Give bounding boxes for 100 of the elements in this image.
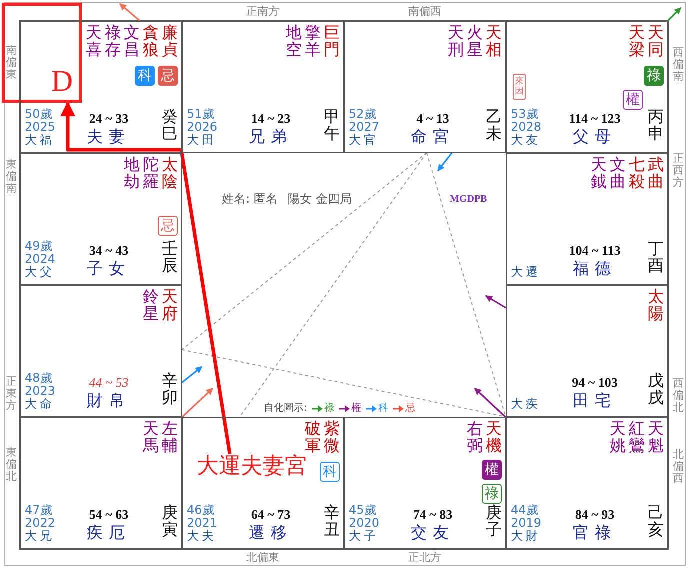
age-range: 74 ~ 83 <box>413 508 453 521</box>
star-name: 天府 <box>162 288 178 322</box>
star-name: 文曲 <box>610 156 626 190</box>
star-name: 紅鸞 <box>629 420 645 454</box>
arrow <box>485 295 506 309</box>
palace-name: 田宅 <box>573 393 617 409</box>
direction-label: 南偏東 <box>6 45 17 81</box>
star-name: 天機 <box>486 420 502 454</box>
decade-label: 大兄 <box>25 530 55 543</box>
year-label: 2019 <box>511 517 542 530</box>
decade-label: 大友 <box>511 134 541 147</box>
stem-branch: 辛丑 <box>324 504 340 538</box>
star-name: 武曲 <box>648 156 664 190</box>
age-label: 53歲 <box>511 108 538 121</box>
palace-cell <box>20 153 182 285</box>
annotation-box <box>2 3 82 103</box>
decade-label: 大夫 <box>187 530 217 543</box>
annotation-text: 大運夫妻宮 <box>197 454 307 480</box>
legend-label: 權 <box>351 402 362 415</box>
star-name: 貪狼 <box>143 24 159 58</box>
arrow <box>667 7 682 22</box>
direction-label: 西偏南 <box>673 47 684 83</box>
stem-branch: 甲午 <box>324 108 340 142</box>
star-name: 破軍 <box>305 420 321 454</box>
origin-stamp: 來因 <box>513 74 526 100</box>
age-range: 94 ~ 103 <box>572 376 618 389</box>
transform-tag: 忌 <box>158 216 178 236</box>
stem-branch: 壬辰 <box>162 240 178 274</box>
direction-label: 北偏西 <box>673 449 684 485</box>
age-range: 44 ~ 53 <box>89 376 129 389</box>
legend-title: 自化圖示: <box>264 402 308 415</box>
decade-label: 大財 <box>511 530 541 543</box>
direction-label: 東偏北 <box>6 447 17 483</box>
direction-label: 西偏北 <box>673 378 684 414</box>
stem-branch: 己亥 <box>648 504 664 538</box>
age-label: 52歲 <box>349 108 376 121</box>
age-range: 84 ~ 93 <box>575 508 615 521</box>
direction-label: 南偏西 <box>408 5 442 18</box>
arrow <box>437 152 453 172</box>
palace-name: 命宮 <box>411 129 455 145</box>
star-name: 地空 <box>286 24 302 58</box>
annotation-letter: D <box>51 67 73 97</box>
star-name: 天相 <box>486 24 502 58</box>
palace-name: 財帛 <box>87 393 131 409</box>
transform-tag: 權 <box>482 460 502 480</box>
year-label: 2023 <box>25 385 56 398</box>
legend-label: 忌 <box>405 402 416 415</box>
palace-cell <box>182 21 344 153</box>
direction-label: 北偏東 <box>246 551 280 564</box>
age-range: 4 ~ 13 <box>416 112 450 125</box>
palace-name: 福德 <box>573 261 617 277</box>
year-label: 2026 <box>187 121 218 134</box>
transform-tag: 科 <box>320 462 340 482</box>
star-name: 天喜 <box>86 24 102 58</box>
year-label: 2028 <box>511 121 542 134</box>
year-label: 2025 <box>25 121 56 134</box>
age-label: 49歲 <box>25 240 52 253</box>
palace-cell <box>20 21 182 153</box>
star-name: 天魁 <box>648 420 664 454</box>
decade-label: 大遷 <box>511 266 541 279</box>
direction-label: 正西方 <box>673 153 684 189</box>
star-name: 天馬 <box>143 420 159 454</box>
decade-label: 大福 <box>25 134 55 147</box>
direction-label: 東偏南 <box>6 159 17 195</box>
stem-branch: 戊戌 <box>648 372 664 406</box>
arrow <box>474 388 508 420</box>
star-name: 天鉞 <box>591 156 607 190</box>
star-name: 天姚 <box>610 420 626 454</box>
decade-label: 大官 <box>349 134 379 147</box>
age-range: 64 ~ 73 <box>251 508 291 521</box>
star-name: 太陽 <box>648 288 664 322</box>
star-name: 巨門 <box>324 24 340 58</box>
star-name: 右弼 <box>467 420 483 454</box>
star-name: 天刑 <box>448 24 464 58</box>
direction-label: 正東方 <box>6 376 17 412</box>
decade-label: 大疾 <box>511 398 541 411</box>
decade-label: 大命 <box>25 398 55 411</box>
star-name: 文昌 <box>124 24 140 58</box>
age-label: 48歲 <box>25 372 52 385</box>
legend-label: 科 <box>378 402 388 415</box>
star-name: 廉貞 <box>162 24 178 58</box>
legend-label: 祿 <box>324 402 334 415</box>
age-label: 47歲 <box>25 504 52 517</box>
star-name: 天梁 <box>629 24 645 58</box>
star-name: 七殺 <box>629 156 645 190</box>
star-name: 太陰 <box>162 156 178 190</box>
stem-branch: 乙未 <box>486 108 502 142</box>
year-label: 2024 <box>25 253 56 266</box>
transform-tag: 權 <box>623 90 643 110</box>
year-label: 2022 <box>25 517 56 530</box>
age-range: 24 ~ 33 <box>89 112 129 125</box>
star-name: 鈴星 <box>143 288 159 322</box>
age-label: 50歲 <box>25 108 52 121</box>
stem-branch: 庚子 <box>486 504 502 538</box>
age-label: 46歲 <box>187 504 214 517</box>
stem-branch: 癸巳 <box>162 108 178 142</box>
transform-tag: 祿 <box>482 484 502 504</box>
palace-cell <box>506 153 668 285</box>
stem-branch: 丙申 <box>648 108 664 142</box>
star-name: 祿存 <box>105 24 121 58</box>
